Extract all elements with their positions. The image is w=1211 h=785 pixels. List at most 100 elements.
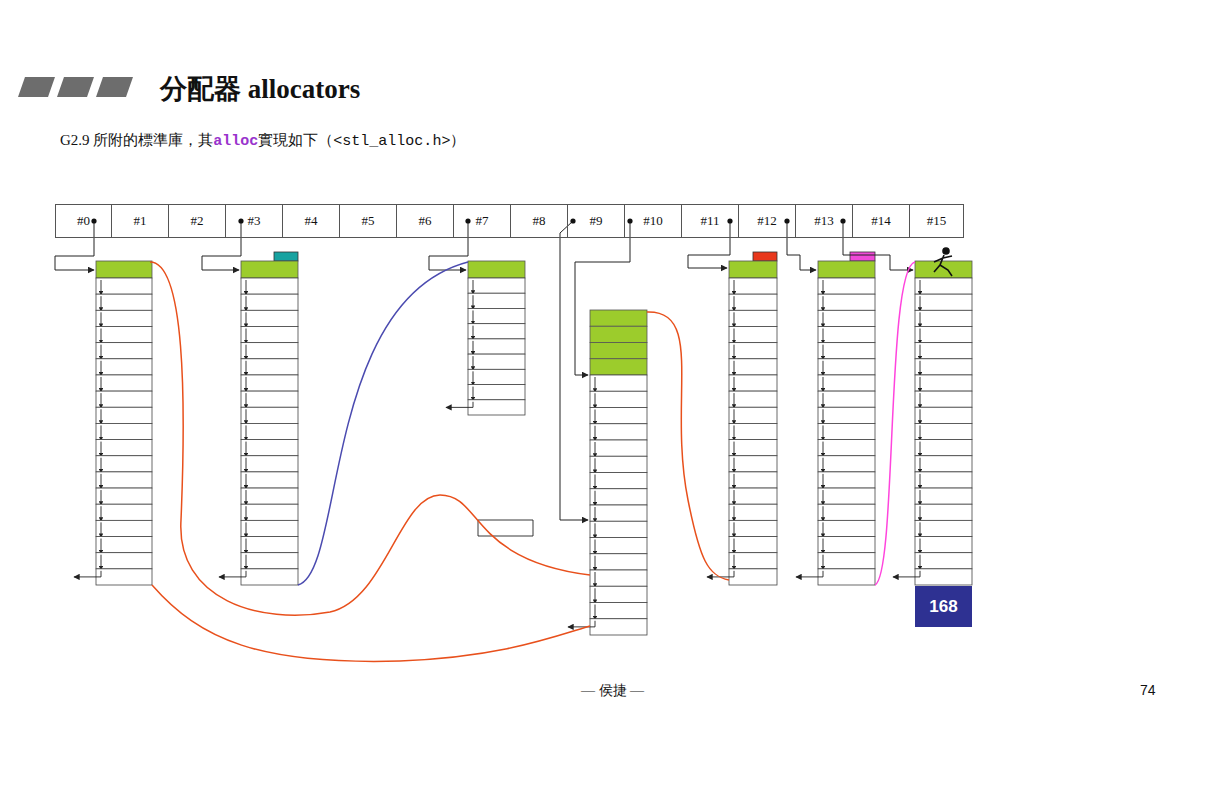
free-block <box>241 488 298 504</box>
free-block <box>590 603 647 619</box>
pointer-dot <box>238 218 243 223</box>
free-list-chain <box>74 261 152 585</box>
free-block <box>729 456 777 472</box>
author-footer: — 侯捷 — <box>581 682 644 700</box>
next-pointer <box>823 425 824 440</box>
free-list-slot: #8 <box>510 204 568 238</box>
next-pointer <box>246 345 247 360</box>
next-pointer <box>823 409 824 424</box>
free-block <box>729 278 777 294</box>
node-text: #0 <box>77 213 90 229</box>
next-pointer <box>920 312 921 327</box>
chunk-link <box>647 312 729 580</box>
next-pointer <box>595 572 596 587</box>
next-pointer <box>823 361 824 376</box>
free-block <box>96 423 152 439</box>
free-block <box>818 504 875 520</box>
next-pointer <box>101 345 102 360</box>
free-block <box>468 278 525 293</box>
title-bar <box>96 77 133 97</box>
next-pointer <box>734 425 735 440</box>
next-pointer <box>595 540 596 555</box>
pointer-dot <box>627 218 632 223</box>
free-list-chain <box>219 252 298 585</box>
free-block <box>241 326 298 342</box>
next-pointer <box>920 490 921 505</box>
free-block <box>241 504 298 520</box>
free-block <box>590 489 647 505</box>
subtitle-text: G2.9 所附的標準庫，其 <box>60 131 213 150</box>
free-list-chain <box>893 261 972 585</box>
free-block <box>96 569 152 585</box>
free-block <box>818 440 875 456</box>
free-block <box>590 505 647 521</box>
chunk-link <box>298 262 468 585</box>
free-block <box>915 472 972 488</box>
next-pointer <box>823 490 824 505</box>
next-pointer <box>595 507 596 522</box>
next-pointer <box>734 280 735 295</box>
free-block <box>96 553 152 569</box>
free-block <box>468 293 525 308</box>
next-pointer <box>920 377 921 392</box>
pointer-dot <box>840 218 845 223</box>
next-pointer <box>101 490 102 505</box>
free-block <box>96 520 152 536</box>
free-block <box>915 504 972 520</box>
pointer-dot <box>570 218 575 223</box>
next-pointer <box>595 442 596 457</box>
next-pointer <box>734 296 735 311</box>
free-block <box>241 520 298 536</box>
free-block <box>241 569 298 585</box>
allocated-block <box>915 261 972 278</box>
free-block <box>468 308 525 323</box>
free-block <box>96 472 152 488</box>
null-pointer <box>446 402 473 408</box>
next-pointer <box>920 458 921 473</box>
free-block <box>818 407 875 423</box>
next-pointer <box>920 474 921 489</box>
next-pointer <box>920 425 921 440</box>
next-pointer <box>246 409 247 424</box>
page-number: 74 <box>1140 682 1156 698</box>
next-pointer <box>246 312 247 327</box>
free-block <box>915 294 972 310</box>
pointer-box <box>478 520 533 536</box>
next-pointer <box>101 442 102 457</box>
free-list-slot: #3 <box>225 204 283 238</box>
free-block <box>915 423 972 439</box>
next-pointer <box>473 356 474 370</box>
free-block <box>468 385 525 400</box>
head-pointer <box>688 221 730 268</box>
node-text: #7 <box>476 213 489 229</box>
free-block <box>729 423 777 439</box>
next-pointer <box>246 361 247 376</box>
free-block <box>96 310 152 326</box>
free-list-slot: #12 <box>738 204 796 238</box>
free-block <box>468 369 525 384</box>
free-list-chain <box>446 261 525 415</box>
free-list-slot: #15 <box>909 204 964 238</box>
subtitle-text: 實現如下（ <box>258 131 333 150</box>
next-pointer <box>246 442 247 457</box>
chunk-link <box>152 585 590 661</box>
marker-tab <box>850 252 875 261</box>
next-pointer <box>920 409 921 424</box>
free-block <box>729 310 777 326</box>
marker-tab <box>274 252 298 261</box>
free-block <box>96 488 152 504</box>
free-block <box>915 440 972 456</box>
head-pointer <box>429 221 468 270</box>
free-block <box>241 278 298 294</box>
free-block <box>468 324 525 339</box>
head-pointer <box>202 221 241 270</box>
next-pointer <box>734 474 735 489</box>
next-pointer <box>823 393 824 408</box>
free-block <box>818 294 875 310</box>
pointer-dot <box>784 218 789 223</box>
next-pointer <box>734 490 735 505</box>
next-pointer <box>734 377 735 392</box>
next-pointer <box>823 328 824 343</box>
null-pointer <box>707 571 734 577</box>
